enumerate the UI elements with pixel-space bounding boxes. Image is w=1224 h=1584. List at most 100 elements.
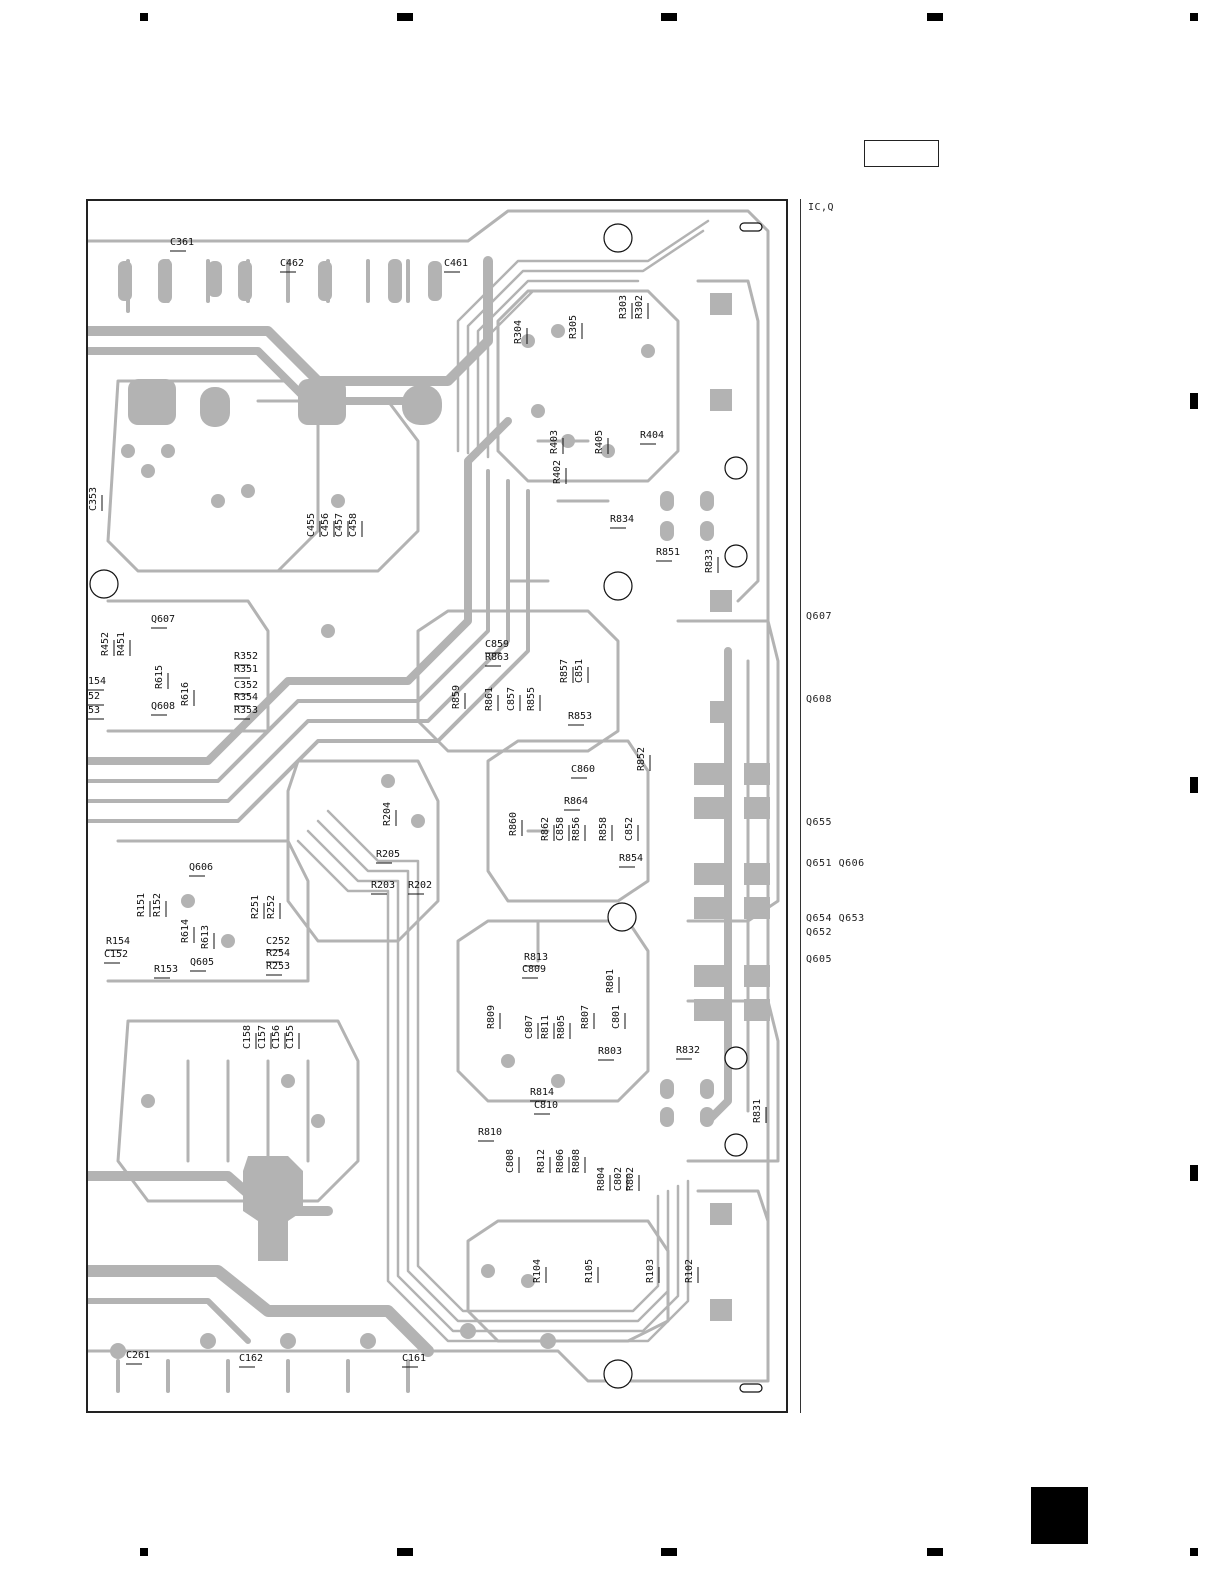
component-label-53: 53 (88, 705, 100, 716)
component-label-r305: R305 (568, 315, 579, 339)
component-label-c462: C462 (280, 258, 304, 269)
mounting-hole (89, 569, 119, 599)
component-label-c808: C808 (505, 1149, 516, 1173)
component-label-r852: R852 (636, 747, 647, 771)
component-label-r831: R831 (752, 1099, 763, 1123)
component-label-r854: R854 (619, 853, 643, 864)
component-label-r853: R853 (568, 711, 592, 722)
ic-pad (200, 387, 230, 427)
component-label-c161: C161 (402, 1353, 426, 1364)
label-q655: Q655 (806, 817, 833, 828)
component-label-r858: R858 (598, 817, 609, 841)
component-label-52: 52 (88, 691, 100, 702)
registration-mark (1190, 1165, 1198, 1181)
component-label-r806: R806 (555, 1149, 566, 1173)
component-label-r801: R801 (605, 969, 616, 993)
component-label-c857: C857 (506, 687, 517, 711)
ic-pad (128, 379, 176, 425)
component-label-c852: C852 (624, 817, 635, 841)
component-label-r804: R804 (596, 1167, 607, 1191)
component-label-q608: Q608 (151, 701, 175, 712)
mounting-hole (724, 1133, 748, 1157)
component-label-c858: C858 (555, 817, 566, 841)
registration-mark (661, 13, 677, 21)
component-label-r103: R103 (645, 1259, 656, 1283)
component-label-c455: C455 (306, 513, 317, 537)
transistor-pad (710, 293, 732, 315)
component-label-r861: R861 (484, 687, 495, 711)
transistor-pad (694, 763, 728, 785)
component-label-r104: R104 (532, 1259, 543, 1283)
mounting-hole (724, 456, 748, 480)
component-label-r202: R202 (408, 880, 432, 891)
mounting-hole (603, 223, 633, 253)
reference-box (864, 140, 939, 167)
transistor-pad (710, 701, 732, 723)
component-label-r810: R810 (478, 1127, 502, 1138)
component-label-r154: R154 (106, 936, 130, 947)
component-label-c807: C807 (524, 1015, 535, 1039)
slot-hole (739, 1383, 763, 1393)
component-label-r862: R862 (540, 817, 551, 841)
ic-pad (298, 379, 346, 425)
registration-mark (1190, 1548, 1198, 1556)
ic-q-header: IC,Q (808, 202, 835, 213)
mounting-hole (603, 571, 633, 601)
component-label-c158: C158 (242, 1025, 253, 1049)
registration-mark (397, 1548, 413, 1556)
component-label-r833: R833 (704, 549, 715, 573)
component-label-r452: R452 (100, 632, 111, 656)
component-label-r814: R814 (530, 1087, 554, 1098)
mounting-hole (607, 902, 637, 932)
component-label-r352: R352 (234, 651, 258, 662)
component-label-r802: R802 (625, 1167, 636, 1191)
component-label-c859: C859 (485, 639, 509, 650)
transistor-pad (710, 590, 732, 612)
mounting-hole (603, 1359, 633, 1389)
component-label-r613: R613 (200, 925, 211, 949)
component-label-r834: R834 (610, 514, 634, 525)
transistor-pad (710, 389, 732, 411)
component-label-r152: R152 (152, 893, 163, 917)
component-label-r857: R857 (559, 659, 570, 683)
component-label-r855: R855 (526, 687, 537, 711)
page-index-block (1031, 1487, 1088, 1544)
component-label-r859: R859 (451, 685, 462, 709)
component-label-r860: R860 (508, 812, 519, 836)
component-label-r809: R809 (486, 1005, 497, 1029)
component-label-r102: R102 (684, 1259, 695, 1283)
component-label-r404: R404 (640, 430, 664, 441)
component-label-r851: R851 (656, 547, 680, 558)
component-label-c252: C252 (266, 936, 290, 947)
component-label-c162: C162 (239, 1353, 263, 1364)
component-label-r205: R205 (376, 849, 400, 860)
registration-mark (927, 13, 943, 21)
component-label-c456: C456 (320, 513, 331, 537)
registration-mark (1190, 777, 1198, 793)
component-label-c810: C810 (534, 1100, 558, 1111)
component-label-r403: R403 (549, 430, 560, 454)
component-label-r204: R204 (382, 802, 393, 826)
label-q607: Q607 (806, 611, 833, 622)
component-label-c157: C157 (257, 1025, 268, 1049)
component-label-c155: C155 (285, 1025, 296, 1049)
component-label-r302: R302 (634, 295, 645, 319)
component-label-r353: R353 (234, 705, 258, 716)
component-label-r253: R253 (266, 961, 290, 972)
component-label-r832: R832 (676, 1045, 700, 1056)
component-label-r251: R251 (250, 895, 261, 919)
component-label-c461: C461 (444, 258, 468, 269)
component-label-c352: C352 (234, 680, 258, 691)
component-label-r203: R203 (371, 880, 395, 891)
component-label-r805: R805 (556, 1015, 567, 1039)
component-label-r813: R813 (524, 952, 548, 963)
slot-hole (739, 222, 763, 232)
transistor-pad (744, 763, 770, 785)
component-label-r254: R254 (266, 948, 290, 959)
component-label-c802: C802 (613, 1167, 624, 1191)
component-label-c809: C809 (522, 964, 546, 975)
label-q652: Q652 (806, 927, 833, 938)
ic-pad (243, 1156, 303, 1261)
component-label-c261: C261 (126, 1350, 150, 1361)
label-q605: Q605 (806, 954, 833, 965)
